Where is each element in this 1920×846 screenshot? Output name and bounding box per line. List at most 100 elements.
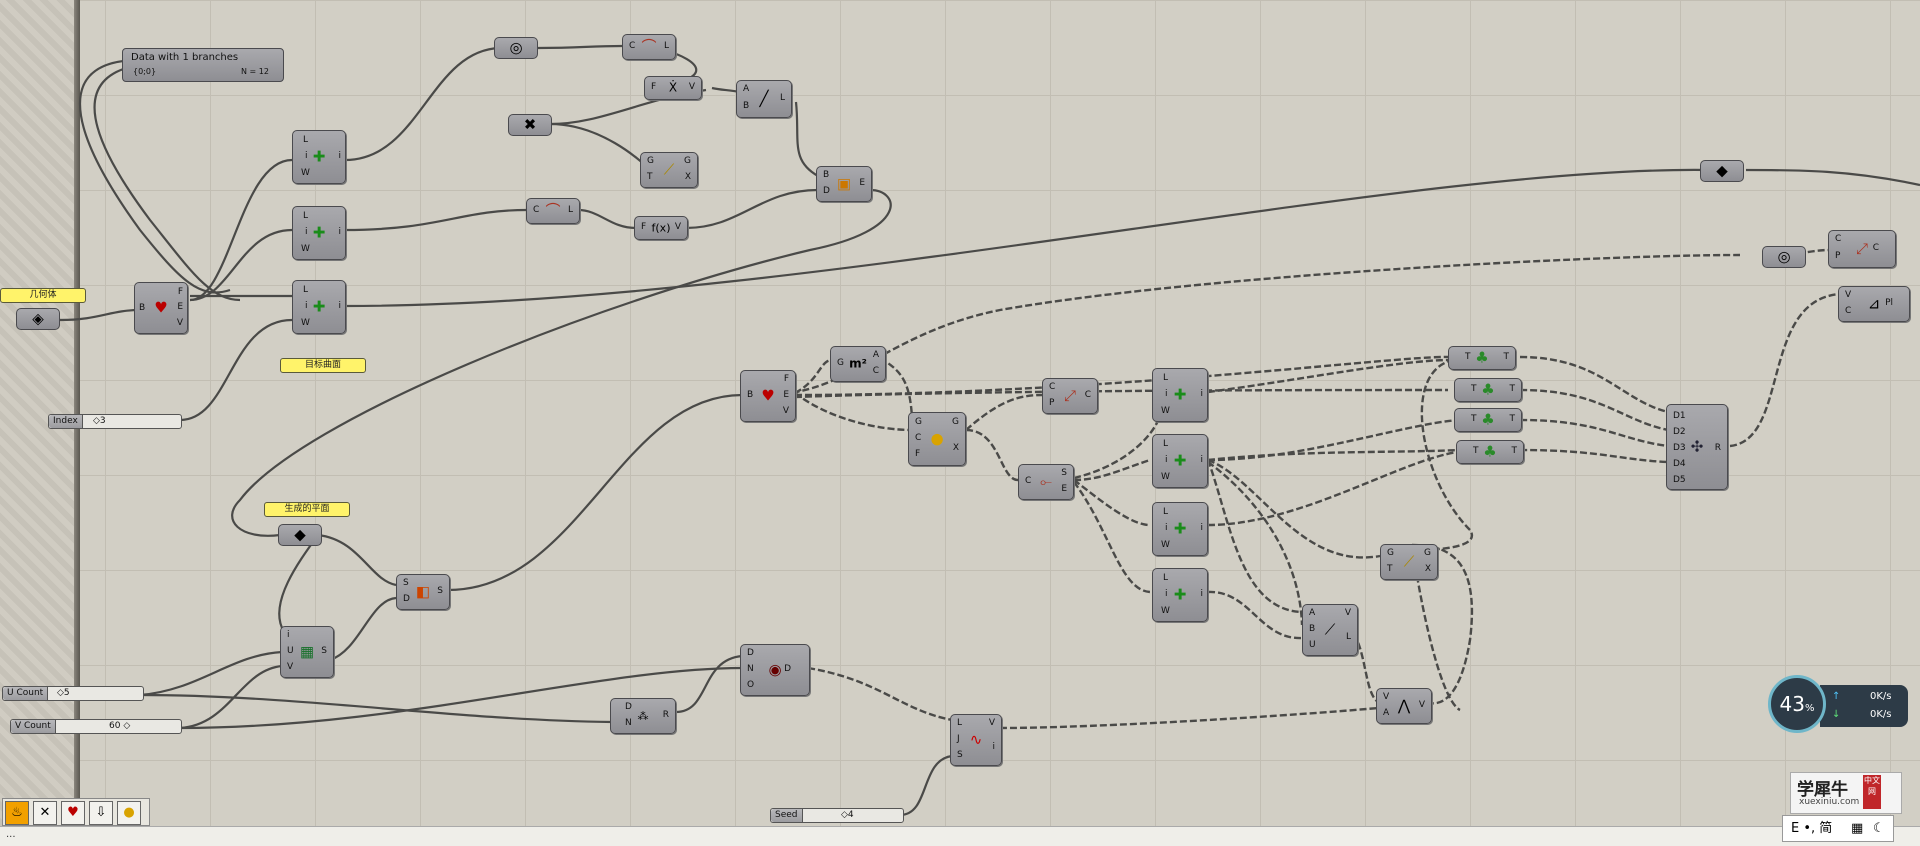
divide-domain-component[interactable]: i U V S ▦ (280, 626, 334, 678)
line-sdl-component[interactable]: A B U V L ⟋ (1302, 604, 1358, 656)
keyboard-icon[interactable]: ▦ (1851, 821, 1864, 836)
flame-icon[interactable]: ♨ (5, 801, 29, 825)
evaluate-surface-component-2[interactable]: G T G X ⟋ (1380, 544, 1438, 580)
reduce-icon: ⁂ (637, 709, 649, 723)
frame-icon: ⊿ (1867, 294, 1881, 313)
v-count-slider[interactable]: V Count 60 ◇ (10, 719, 182, 734)
bounding-box-component[interactable]: B D E ▣ (816, 166, 872, 202)
cull-component[interactable]: D N O D ◉ (740, 644, 810, 696)
u-count-value: ◇5 (57, 688, 70, 698)
evaluate-surface-component[interactable]: G T G X ⟋ (640, 152, 698, 188)
tree-branch-component-2[interactable]: T T ♣ (1454, 378, 1522, 402)
upload-icon: ↑ (1832, 691, 1841, 702)
jitter-icon: ∿ (969, 730, 983, 749)
list-item-icon: ✚ (1173, 585, 1187, 604)
curve-length-icon: ⌒ (641, 37, 657, 56)
tree-branch-component-4[interactable]: T T ♣ (1456, 440, 1524, 464)
close-circle-icon: ✖ (523, 115, 537, 134)
generated-plane-label[interactable]: 生成的平面 (264, 502, 350, 517)
evaluate-function-component[interactable]: F V Ẋ (644, 76, 702, 100)
divide-icon: ▦ (299, 642, 315, 661)
seed-value: ◇4 (841, 810, 854, 820)
area-component[interactable]: G A C m² (830, 346, 886, 382)
tree-branch-component-1[interactable]: T T ♣ (1448, 346, 1516, 370)
closest-point-component-2[interactable]: C P C ⤢ (1828, 230, 1896, 268)
deconstruct-brep-component[interactable]: B F E V ♥ (134, 282, 188, 334)
surface-icon: ◧ (415, 582, 431, 601)
v-count-label: V Count (11, 720, 56, 733)
status-text: ... (6, 829, 16, 840)
panel-title: Data with 1 branches (131, 52, 239, 63)
perp-frame-component[interactable]: V C Pl ⊿ (1838, 286, 1910, 322)
curve-param[interactable]: ◎ (494, 37, 538, 59)
grasshopper-canvas[interactable]: Data with 1 branches {0;0} N = 12 几何体 ◈ … (0, 0, 1920, 826)
list-item-icon: ✚ (1173, 519, 1187, 538)
jitter-component[interactable]: L J S V i ∿ (950, 714, 1002, 766)
spheres-icon: ● (930, 429, 944, 448)
expression-component[interactable]: F V f(x) (634, 216, 688, 240)
brep-param[interactable]: ✖ (508, 114, 552, 136)
curve-param-icon: ◎ (1777, 247, 1791, 266)
geometry-param[interactable]: ◈ (16, 308, 60, 330)
list-item-icon: ✚ (1173, 451, 1187, 470)
list-item-component-2[interactable]: L i W i ✚ (292, 206, 346, 260)
cpu-percent: 43% (1768, 675, 1826, 733)
list-item-component-3[interactable]: L i W i ✚ (292, 280, 346, 334)
closest-point-icon: ⤢ (1063, 386, 1077, 405)
list-item-component-1[interactable]: L i W i ✚ (292, 130, 346, 184)
evaluate-icon: ⟋ (1403, 552, 1415, 571)
evaluate-icon: ⟋ (663, 160, 675, 179)
status-bar: ... (0, 826, 1920, 846)
list-item-component-6[interactable]: L i W i ✚ (1152, 502, 1208, 556)
line-sdl-icon: ⟋ (1324, 620, 1336, 639)
index-slider[interactable]: Index ◇3 (48, 414, 182, 429)
area-icon: m² (849, 356, 867, 371)
wire-layer (59, 44, 1920, 817)
curve-closest-point-component[interactable]: C P C ⤢ (1042, 378, 1098, 414)
curve-param-2[interactable]: ◎ (1762, 246, 1806, 268)
upload-speed: 0K/s (1870, 691, 1892, 702)
curve-length-component-2[interactable]: C L ⌒ (526, 198, 580, 224)
u-count-slider[interactable]: U Count ◇5 (2, 686, 144, 701)
close-x-icon[interactable]: ✕ (33, 801, 57, 825)
line-icon: ╱ (759, 89, 769, 108)
list-item-component-4[interactable]: L i W i ✚ (1152, 368, 1208, 422)
plane-icon: ◆ (1716, 161, 1728, 180)
list-item-component-7[interactable]: L i W i ✚ (1152, 568, 1208, 622)
moon-icon[interactable]: ☾ (1873, 821, 1885, 836)
random-reduce-component[interactable]: D N R ⁂ (610, 698, 676, 734)
download-icon: ↓ (1832, 709, 1841, 720)
plane-param-2[interactable]: ◆ (1700, 160, 1744, 182)
plane-param[interactable]: ◆ (278, 524, 322, 546)
surface-component[interactable]: S D S ◧ (396, 574, 450, 610)
panel-path: {0;0} (133, 67, 157, 76)
ime-text: E •, 简 (1791, 821, 1833, 836)
centroid-component[interactable]: G C F G X ● (908, 412, 966, 466)
seed-slider[interactable]: Seed ◇4 (770, 808, 904, 823)
index-slider-label: Index (49, 415, 83, 428)
network-meter[interactable]: ↑ 0K/s ↓ 0K/s 43% (1768, 675, 1908, 735)
list-item-icon: ✚ (312, 147, 326, 166)
merge-component[interactable]: D1 D2 D3 D4 D5 R ✣ (1666, 404, 1728, 490)
spheres-icon[interactable]: ● (117, 801, 141, 825)
plane-icon: ◆ (294, 525, 306, 544)
endpoints-icon: ⟜ (1039, 472, 1053, 491)
line-component[interactable]: A B L ╱ (736, 80, 792, 118)
curve-length-component-1[interactable]: C L ⌒ (622, 34, 676, 60)
download-icon[interactable]: ⇩ (89, 801, 113, 825)
data-panel[interactable]: Data with 1 branches {0;0} N = 12 (122, 48, 284, 82)
tree-icon: ♣ (1483, 442, 1497, 461)
geometry-label[interactable]: 几何体 (0, 288, 86, 303)
brep-icon: ♥ (761, 386, 775, 405)
list-item-component-5[interactable]: L i W i ✚ (1152, 434, 1208, 488)
list-item-icon: ✚ (312, 297, 326, 316)
tree-icon: ♣ (1481, 410, 1495, 429)
bulb-brep-icon[interactable]: ♥ (61, 801, 85, 825)
panel-count: N = 12 (241, 67, 269, 76)
end-points-component[interactable]: C S E ⟜ (1018, 464, 1074, 500)
vector-angle-component[interactable]: V A V ⋀ (1376, 688, 1432, 724)
ime-toolbar[interactable]: E •, 简 ▦ ☾ (1782, 815, 1894, 842)
tree-branch-component-3[interactable]: T T ♣ (1454, 408, 1522, 432)
deconstruct-brep-component-2[interactable]: B F E V ♥ (740, 370, 796, 422)
target-surface-label[interactable]: 目标曲面 (280, 358, 366, 373)
